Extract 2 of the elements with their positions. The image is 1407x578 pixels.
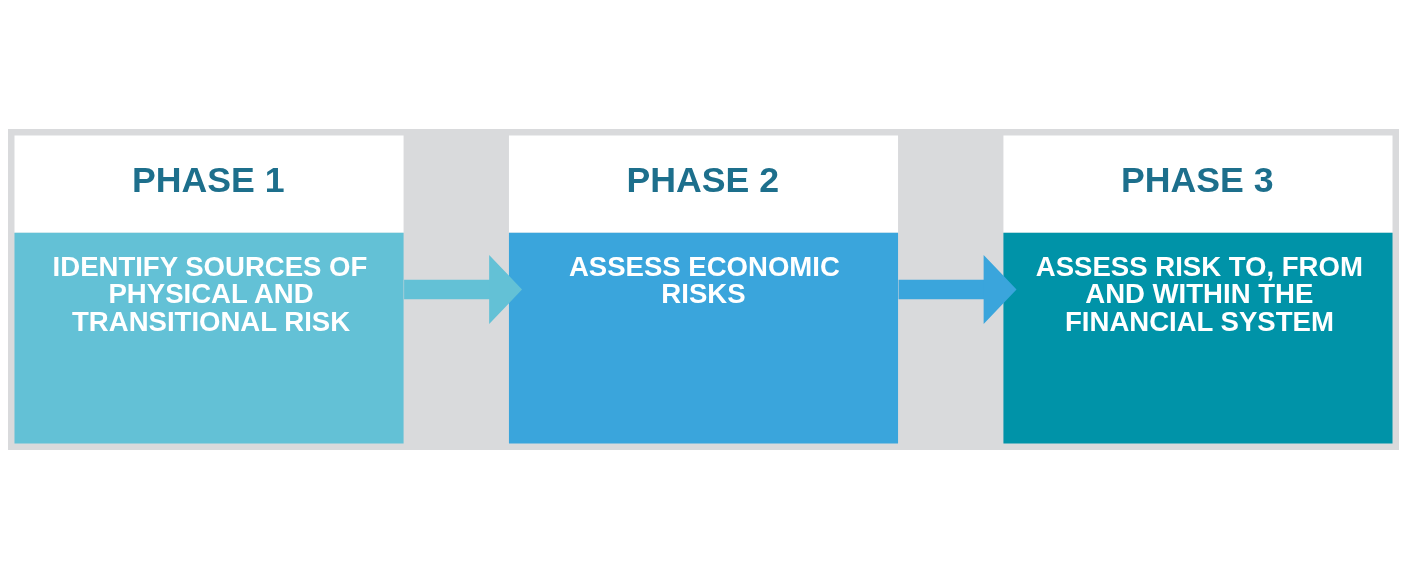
arrow bbox=[898, 254, 1017, 324]
arrow bbox=[404, 254, 523, 324]
